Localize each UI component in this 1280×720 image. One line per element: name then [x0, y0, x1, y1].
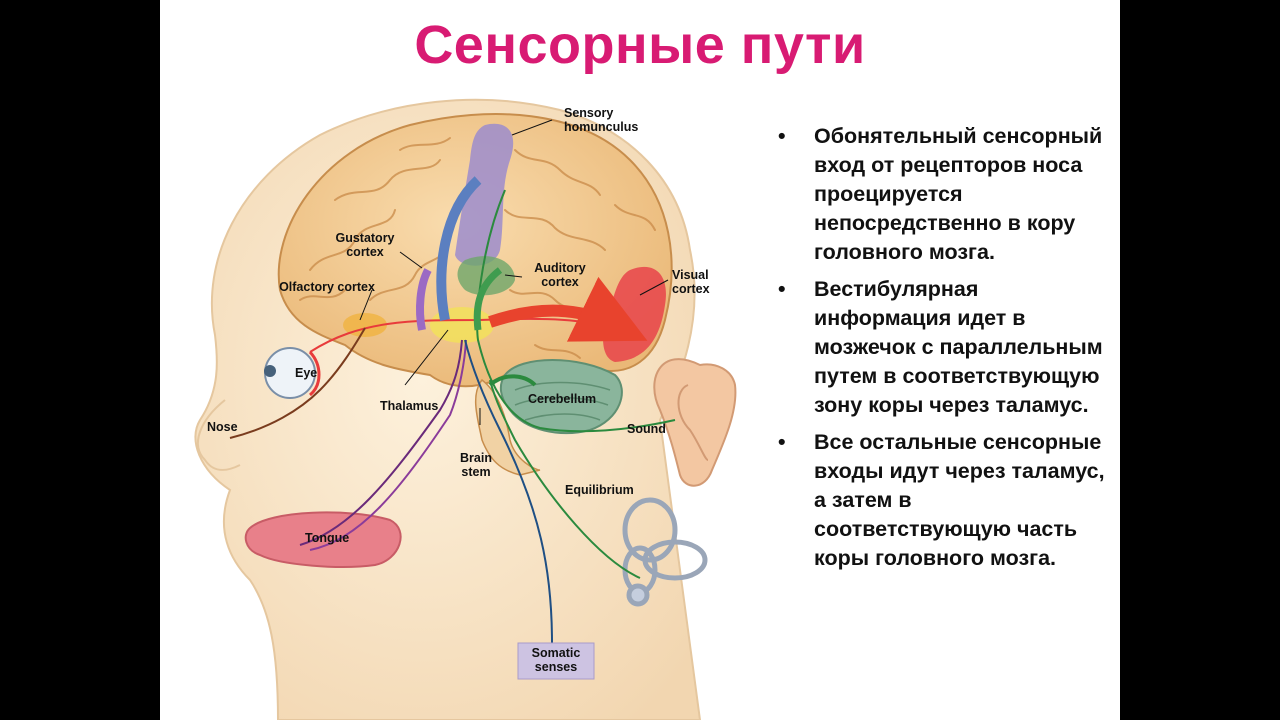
- label-cerebellum: Cerebellum: [528, 392, 596, 406]
- label-nose: Nose: [207, 420, 238, 434]
- ear: [653, 358, 737, 487]
- bullet-item-olfactory: • Обонятельный сенсорный вход от рецептор…: [772, 122, 1112, 267]
- bullet-text: Все остальные сенсорные входы идут через…: [814, 430, 1105, 570]
- gustatory-pathway-2: [309, 339, 467, 551]
- label-thalamus: Thalamus: [380, 399, 438, 413]
- label-brain-stem-2: stem: [461, 465, 490, 479]
- label-auditory-cortex-2: cortex: [541, 275, 579, 289]
- bullet-marker: •: [778, 124, 786, 148]
- gustatory-pathway: [299, 339, 463, 546]
- somatic-pathway: [464, 339, 553, 644]
- label-somatic-senses: Somatic: [532, 646, 581, 660]
- olfactory-pathway: [229, 327, 366, 439]
- bullet-text: Вестибулярная информация идет в мозжечок…: [814, 277, 1103, 417]
- bullet-text: Обонятельный сенсорный вход от рецепторо…: [814, 124, 1103, 264]
- label-sensory-homunculus: Sensory: [564, 106, 613, 120]
- cerebellum-arrow: [488, 374, 537, 387]
- label-somatic-senses-2: senses: [535, 660, 577, 674]
- slide-title: Сенсорные пути: [414, 15, 866, 75]
- label-equilibrium: Equilibrium: [565, 483, 634, 497]
- bullet-item-vestibular: • Вестибулярная информация идет в мозжечо…: [772, 275, 1112, 420]
- label-gustatory-cortex: Gustatory: [335, 231, 394, 245]
- somatic-senses-box: [517, 642, 595, 680]
- sensory-homunculus-region: [455, 123, 514, 266]
- cerebellum-folia: [514, 381, 611, 421]
- label-eye: Eye: [295, 366, 317, 380]
- tongue: [244, 511, 402, 568]
- label-gustatory-cortex-2: cortex: [346, 245, 384, 259]
- bullet-marker: •: [778, 277, 786, 301]
- label-visual-cortex-2: cortex: [672, 282, 710, 296]
- gustatory-arrow: [416, 268, 432, 331]
- label-sensory-homunculus-2: homunculus: [564, 120, 638, 134]
- label-visual-cortex: Visual: [672, 268, 709, 282]
- slide: Сенсорные пути • Обонятельный сенсорный в…: [160, 0, 1120, 720]
- label-sound: Sound: [627, 422, 666, 436]
- equilibrium-pathway: [489, 379, 641, 579]
- bullet-list: • Обонятельный сенсорный вход от рецептор…: [772, 122, 1112, 581]
- nose: [196, 399, 241, 471]
- label-auditory-cortex: Auditory: [534, 261, 585, 275]
- auditory-arrow: [473, 267, 503, 331]
- label-tongue: Tongue: [305, 531, 349, 545]
- sensory-pathways-diagram: Sensory homunculus Gustatory cortex Audi…: [194, 98, 737, 720]
- auditory-pathway: [476, 189, 676, 433]
- leader-lines: [359, 119, 669, 425]
- label-brain-stem: Brain: [460, 451, 492, 465]
- label-olfactory-cortex: Olfactory cortex: [279, 280, 375, 294]
- eye-icon: [264, 347, 321, 399]
- visual-pathway: [309, 317, 601, 353]
- visual-radiation-arrow: [488, 276, 648, 342]
- bullet-item-other-senses: • Все остальные сенсорные входы идут чере…: [772, 428, 1112, 573]
- auditory-cortex-region: [457, 256, 515, 296]
- bullet-marker: •: [778, 430, 786, 454]
- somatosensory-arrow: [436, 176, 482, 321]
